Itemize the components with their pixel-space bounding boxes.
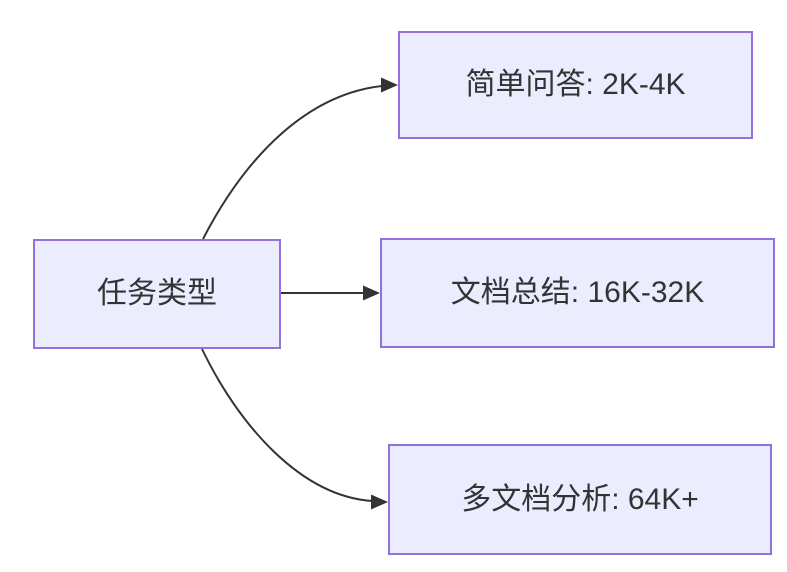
edge-task-type-to-multi-doc-analysis [201,348,373,502]
node-task-type: 任务类型 [33,239,281,349]
edge-task-type-to-simple-qa [202,85,383,240]
node-simple-qa: 简单问答: 2K-4K [398,31,753,139]
arrowhead-multi-doc-analysis-icon [371,494,388,510]
node-multi-doc-analysis: 多文档分析: 64K+ [388,444,772,555]
arrowhead-doc-summary-icon [363,285,380,301]
node-doc-summary: 文档总结: 16K-32K [380,238,775,348]
node-simple-qa-label: 简单问答: 2K-4K [465,68,686,101]
node-multi-doc-analysis-label: 多文档分析: 64K+ [461,482,699,516]
node-task-type-label: 任务类型 [97,277,217,310]
node-doc-summary-label: 文档总结: 16K-32K [450,276,705,309]
arrowhead-simple-qa-icon [381,77,398,93]
